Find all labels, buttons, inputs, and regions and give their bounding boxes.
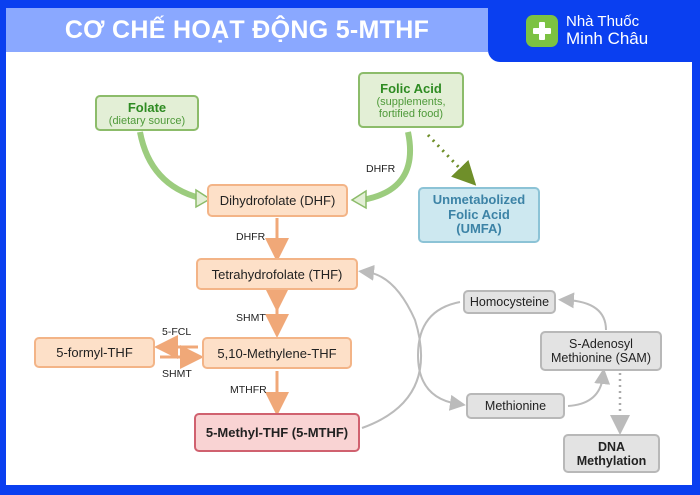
title-band: CƠ CHẾ HOẠT ĐỘNG 5-MTHF: [6, 8, 488, 52]
dna-line1: DNA: [597, 439, 626, 454]
umfa-line2: Folic Acid: [448, 206, 510, 222]
folic-acid-sub1: (supplements,: [376, 95, 446, 108]
node-umfa: Unmetabolized Folic Acid (UMFA): [418, 187, 540, 243]
node-dhf: Dihydrofolate (DHF): [207, 184, 348, 217]
brand-line2: Minh Châu: [566, 28, 649, 48]
label-5-fcl: 5-FCL: [162, 326, 192, 338]
sam-line2: Methionine (SAM): [550, 351, 652, 365]
brand-logo: Nhà Thuốc Minh Châu: [488, 0, 700, 62]
plus-icon: [526, 15, 558, 47]
page-title: CƠ CHẾ HOẠT ĐỘNG 5-MTHF: [64, 15, 430, 44]
node-thf: Tetrahydrofolate (THF): [196, 258, 358, 290]
folic-acid-title: Folic Acid: [380, 80, 442, 96]
brand-line1: Nhà Thuốc: [566, 13, 640, 31]
folate-sub: (dietary source): [108, 114, 186, 127]
label-mthfr: MTHFR: [230, 384, 267, 396]
node-5-formyl-thf: 5-formyl-THF: [34, 337, 155, 368]
folate-to-dhf-arrow: [137, 131, 201, 201]
mthf-to-thf-arrow: [358, 264, 423, 429]
label-dhfr: DHFR: [236, 231, 266, 243]
node-folate: Folate (dietary source): [95, 95, 199, 131]
node-5-mthf: 5-Methyl-THF (5-MTHF): [194, 413, 360, 452]
node-dna-methylation: DNA Methylation: [563, 434, 660, 473]
node-methionine: Methionine: [466, 393, 565, 419]
dna-line2: Methylation: [576, 453, 647, 468]
homocysteine-to-methionine-arrow: [416, 301, 466, 411]
folic-acid-sub2: fortified food): [378, 107, 444, 120]
node-methylene-thf: 5,10-Methylene-THF: [202, 337, 352, 369]
node-folic-acid: Folic Acid (supplements, fortified food): [358, 72, 464, 128]
label-shmt: SHMT: [236, 312, 266, 324]
label-dhfr-top: DHFR: [366, 163, 396, 175]
folicacid-to-umfa-arrow: [426, 133, 477, 186]
folate-title: Folate: [127, 99, 167, 115]
sam-to-homocysteine-arrow: [558, 292, 607, 331]
methionine-to-sam-arrow: [567, 368, 611, 407]
label-shmt-2: SHMT: [162, 368, 192, 380]
node-sam: S-Adenosyl Methionine (SAM): [540, 331, 662, 371]
umfa-line1: Unmetabolized: [432, 191, 526, 207]
node-homocysteine: Homocysteine: [463, 290, 556, 314]
sam-line1: S-Adenosyl: [569, 337, 633, 351]
umfa-line3: (UMFA): [456, 221, 502, 237]
folicacid-to-dhf-arrow: [361, 131, 414, 203]
